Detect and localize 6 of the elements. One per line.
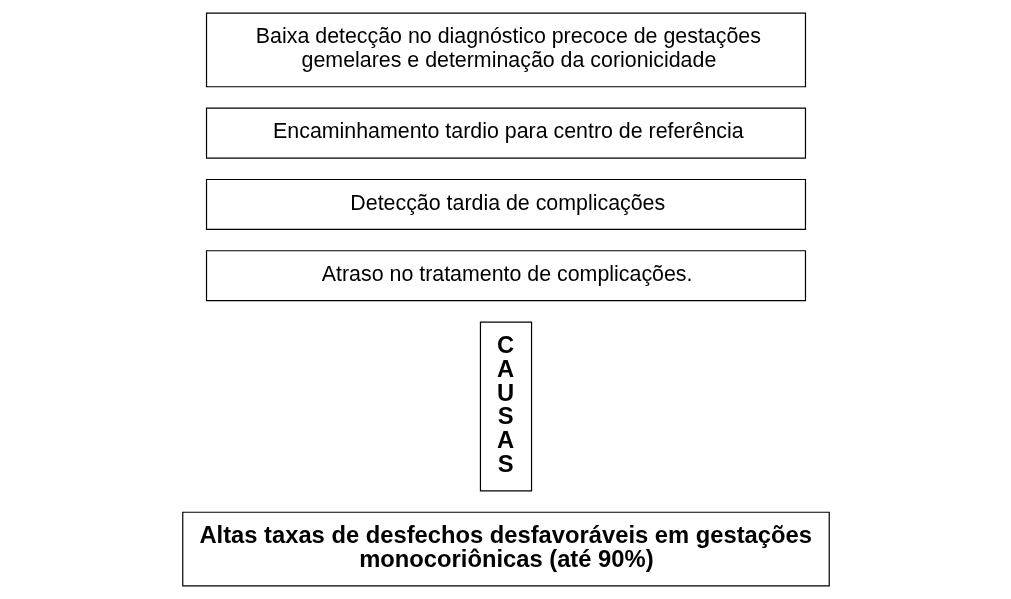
node-box: Atraso no tratamento de complicações. xyxy=(205,250,806,302)
node-box: Baixa detecção no diagnóstico precoce de gestações gemelares e determinação da corionicidade xyxy=(205,12,806,88)
node-box: Encaminhamento tardio para centro de referência xyxy=(205,107,806,159)
node-box: Altas taxas de desfechos desfavoráveis em gestações monocoriônicas (até 90%) xyxy=(181,511,830,587)
node-box: C A U S A S xyxy=(479,321,532,492)
node-box: Detecção tardia de complicações xyxy=(205,178,806,230)
